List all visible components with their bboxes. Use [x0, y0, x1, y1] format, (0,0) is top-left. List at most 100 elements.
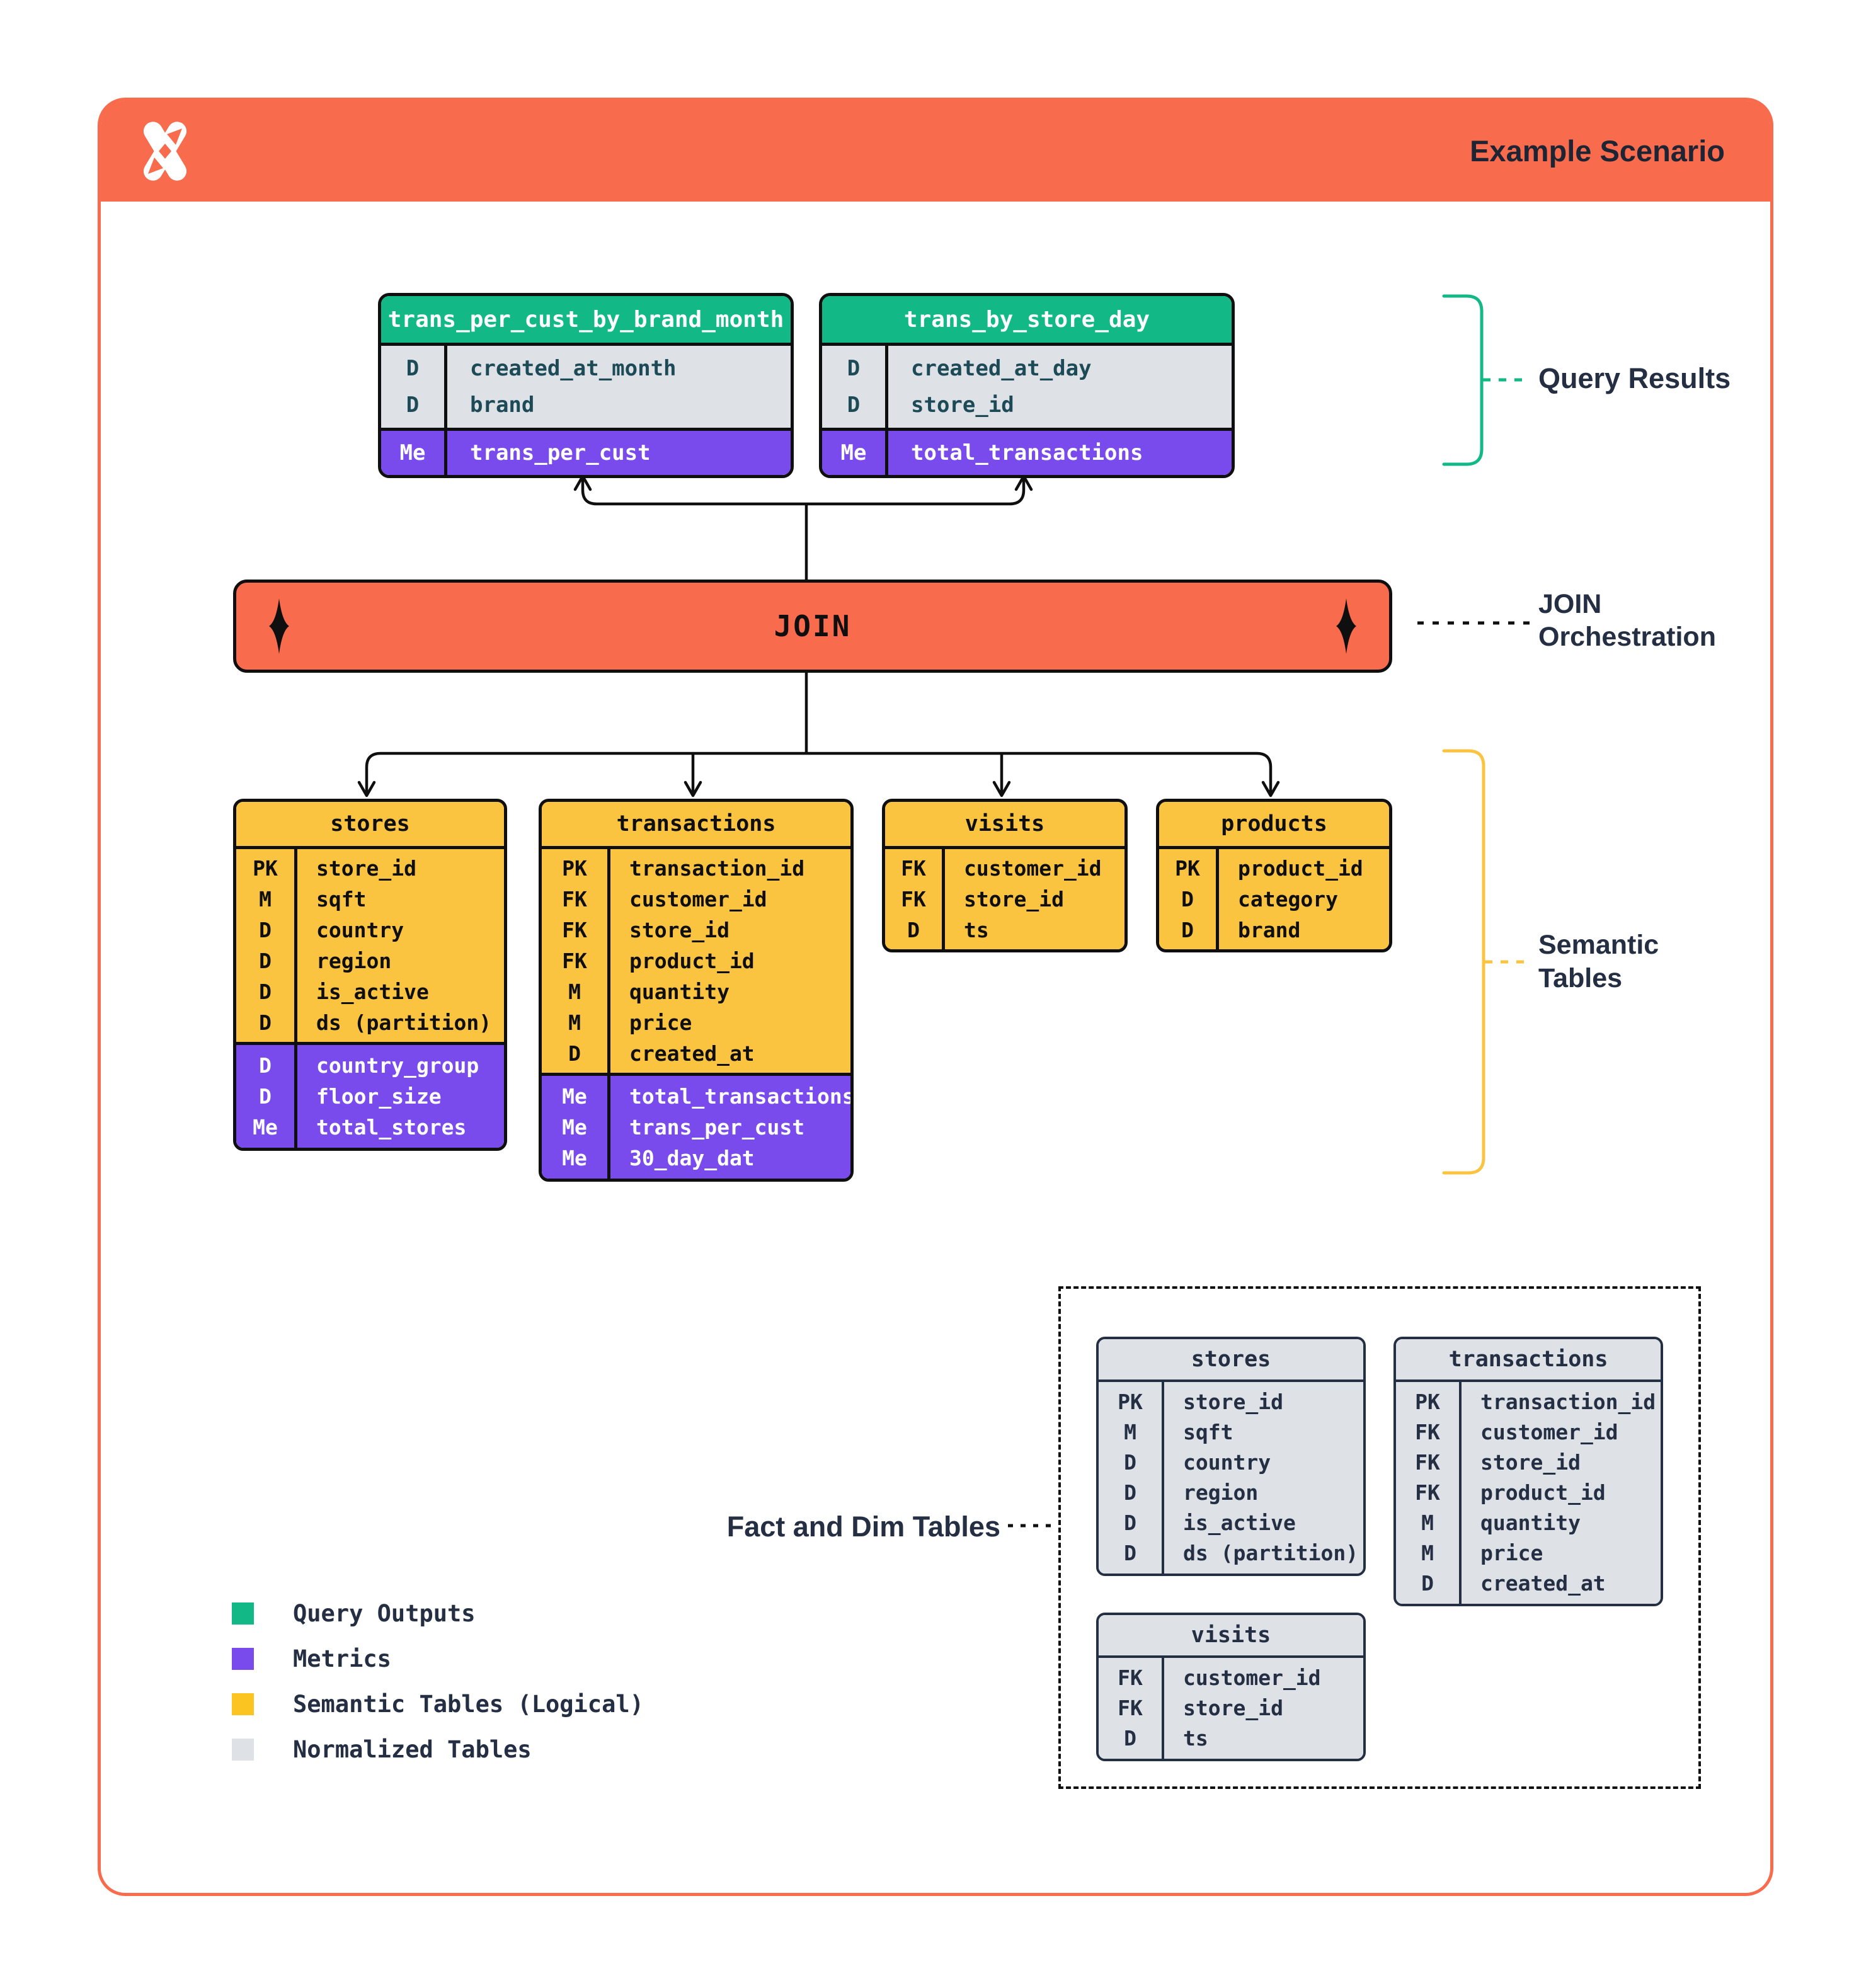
- field-name: store_id: [1183, 1390, 1283, 1414]
- field-tag: PK: [1415, 1390, 1440, 1414]
- join-label: JOIN: [774, 609, 852, 643]
- field-tag: D: [568, 1041, 581, 1066]
- field-name: sqft: [316, 887, 367, 911]
- field-name: store_id: [964, 887, 1064, 911]
- field-tag: FK: [1415, 1420, 1440, 1444]
- field-tag: FK: [562, 887, 587, 911]
- field-name: trans_per_cust: [470, 440, 651, 466]
- table-title: visits: [1099, 1615, 1363, 1655]
- normalized-tables-swatch-icon: [232, 1738, 254, 1761]
- field-tag: PK: [1118, 1390, 1143, 1414]
- field-tag: FK: [1415, 1450, 1440, 1475]
- field-name: customer_id: [1183, 1665, 1321, 1690]
- field-tag: M: [568, 1010, 581, 1035]
- page-title: Example Scenario: [1470, 134, 1725, 168]
- field-name: store_id: [911, 392, 1014, 418]
- legend-item-semantic-tables: Semantic Tables (Logical): [232, 1690, 644, 1718]
- field-name: floor_size: [316, 1084, 442, 1109]
- semantic-tables-line1: Semantic: [1538, 930, 1659, 960]
- field-name: brand: [470, 392, 535, 418]
- field-tag: FK: [1118, 1665, 1143, 1690]
- table-title: transactions: [542, 802, 850, 846]
- join-bar: JOIN: [233, 580, 1392, 673]
- table-title: transactions: [1396, 1339, 1661, 1380]
- field-name: ts: [964, 918, 989, 942]
- field-name: total_transactions: [629, 1084, 854, 1109]
- field-tag: FK: [1118, 1696, 1143, 1720]
- field-name: store_id: [1183, 1696, 1283, 1720]
- field-name: country_group: [316, 1053, 479, 1078]
- field-tag: FK: [562, 918, 587, 942]
- sparkle-icon-left: [269, 598, 289, 654]
- legend-item-metrics: Metrics: [232, 1645, 391, 1672]
- table-title: trans_per_cust_by_brand_month: [381, 296, 791, 343]
- field-tag: D: [847, 392, 861, 418]
- field-tag: D: [1124, 1541, 1136, 1565]
- field-name: 30_day_dat: [629, 1146, 755, 1170]
- field-tag: FK: [1415, 1480, 1440, 1505]
- field-tag: PK: [1175, 856, 1200, 881]
- field-tag: D: [1124, 1726, 1136, 1751]
- semantic-tables-line2: Tables: [1538, 963, 1623, 993]
- field-tag: D: [1124, 1450, 1136, 1475]
- field-name: store_id: [629, 918, 730, 942]
- field-name: transaction_id: [1480, 1390, 1656, 1414]
- field-name: product_id: [1238, 856, 1363, 881]
- field-name: customer_id: [964, 856, 1102, 881]
- dremio-x-logo-icon: [143, 122, 187, 181]
- field-name: store_id: [1480, 1450, 1581, 1475]
- field-name: created_at: [1480, 1571, 1606, 1596]
- field-tag: D: [259, 949, 272, 973]
- field-name: customer_id: [629, 887, 767, 911]
- field-name: transaction_id: [629, 856, 805, 881]
- field-tag: M: [1421, 1541, 1434, 1565]
- fact-dim-tables-label: Fact and Dim Tables: [726, 1511, 1000, 1543]
- field-name: total_transactions: [911, 440, 1143, 466]
- field-tag: Me: [562, 1146, 587, 1170]
- sparkle-icon-right: [1336, 598, 1356, 654]
- field-tag: FK: [901, 856, 926, 881]
- field-name: brand: [1238, 918, 1301, 942]
- field-name: created_at_month: [470, 356, 677, 381]
- query-results-label: Query Results: [1538, 362, 1731, 394]
- field-tag: PK: [562, 856, 587, 881]
- field-tag: M: [568, 980, 581, 1004]
- field-tag: D: [1181, 918, 1194, 942]
- field-tag: D: [1124, 1480, 1136, 1505]
- legend-label: Metrics: [293, 1645, 391, 1672]
- field-name: sqft: [1183, 1420, 1233, 1444]
- field-name: total_stores: [316, 1115, 467, 1140]
- field-tag: D: [259, 918, 272, 942]
- field-name: ds (partition): [316, 1010, 492, 1035]
- field-tag: Me: [253, 1115, 278, 1140]
- field-tag: FK: [562, 949, 587, 973]
- table-title: visits: [885, 802, 1124, 846]
- field-tag: M: [259, 887, 272, 911]
- legend-label: Semantic Tables (Logical): [293, 1690, 644, 1718]
- field-name: quantity: [629, 980, 730, 1004]
- field-tag: D: [1421, 1571, 1434, 1596]
- field-tag: M: [1124, 1420, 1136, 1444]
- join-orchestration-label: JOIN Orchestration: [1538, 588, 1716, 653]
- join-orchestration-line1: JOIN: [1538, 589, 1602, 619]
- field-tag: D: [259, 980, 272, 1004]
- field-tag: PK: [253, 856, 278, 881]
- field-tag: D: [406, 356, 420, 381]
- field-name: created_at_day: [911, 356, 1092, 381]
- field-tag: Me: [840, 440, 867, 466]
- field-tag: D: [1124, 1511, 1136, 1535]
- field-tag: Me: [399, 440, 426, 466]
- legend-item-normalized-tables: Normalized Tables: [232, 1736, 532, 1763]
- card-header-bar: Example Scenario: [101, 101, 1770, 202]
- field-tag: D: [406, 392, 420, 418]
- field-name: product_id: [1480, 1480, 1606, 1505]
- field-name: customer_id: [1480, 1420, 1618, 1444]
- table-title: trans_by_store_day: [822, 296, 1232, 343]
